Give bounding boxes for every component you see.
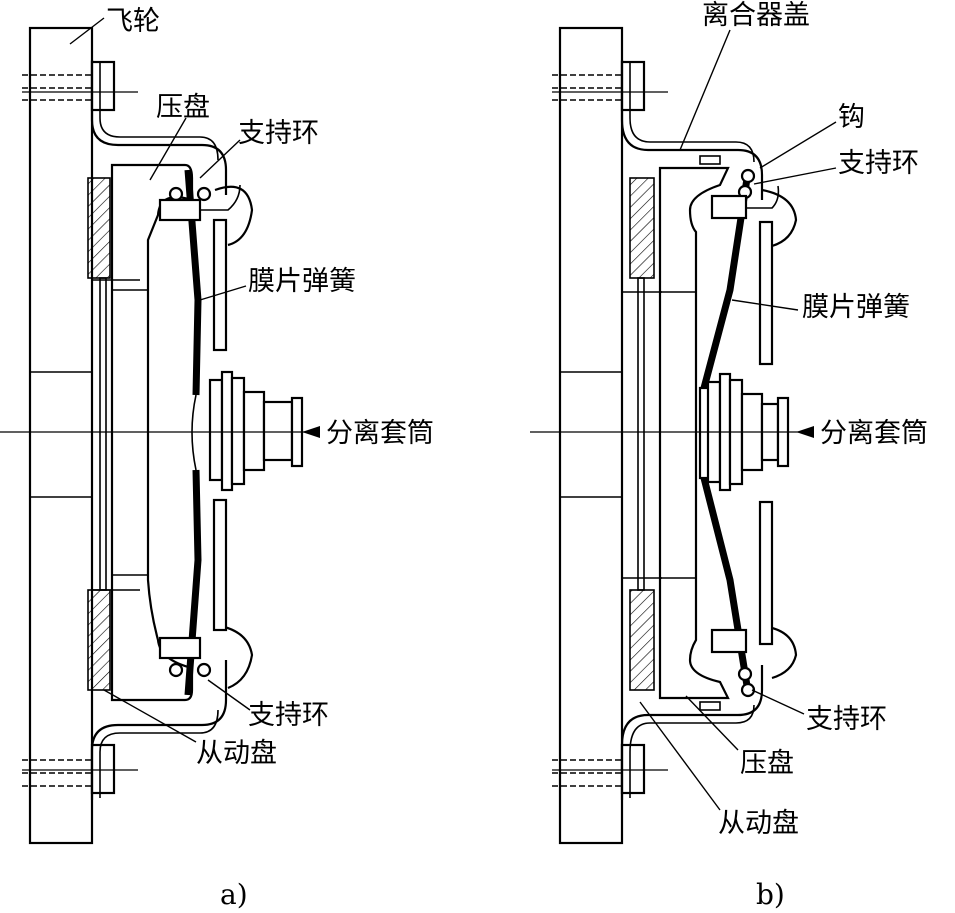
label-pressure-plate-a: 压盘: [156, 92, 210, 123]
support-ring-top-b: [710, 168, 798, 248]
label-hook-b: 钩: [838, 102, 865, 133]
label-release-sleeve-a: 分离套筒: [326, 418, 434, 449]
support-ring-bottom-a: [158, 623, 254, 690]
flywheel-a: [22, 26, 140, 845]
driven-disc-b: [629, 177, 655, 691]
flywheel-b: [552, 26, 668, 845]
release-sleeve-a: [208, 370, 304, 492]
label-support-ring-top-a: 支持环: [238, 118, 319, 149]
label-support-ring-top-b: 支持环: [838, 148, 919, 179]
label-pressure-plate-b: 压盘: [740, 748, 794, 779]
support-ring-top-a: [158, 184, 254, 247]
support-ring-bottom-b: [710, 624, 798, 698]
clutch-cover-a: [90, 60, 228, 800]
pressure-plate-b: [658, 166, 730, 700]
label-flywheel-a: 飞轮: [106, 6, 160, 37]
label-release-sleeve-b: 分离套筒: [820, 418, 928, 449]
label-driven-disc-b: 从动盘: [718, 808, 799, 839]
figure-b: 离合器盖 钩 支持环 膜片弹簧 分离套筒 支持环 压盘 从动盘 b): [530, 0, 928, 911]
caption-b: b): [756, 878, 785, 911]
caption-a: a): [220, 878, 248, 911]
label-driven-disc-a: 从动盘: [196, 738, 277, 769]
label-diaphragm-spring-b: 膜片弹簧: [802, 292, 910, 323]
clutch-cover-b: [620, 60, 764, 800]
figure-a: 飞轮 压盘 支持环 膜片弹簧 分离套筒 支持环 从动盘 a): [0, 6, 434, 911]
label-support-ring-bottom-a: 支持环: [248, 700, 329, 731]
label-support-ring-bottom-b: 支持环: [806, 704, 887, 735]
label-diaphragm-spring-a: 膜片弹簧: [248, 266, 356, 297]
driven-disc-a: [87, 177, 111, 691]
label-clutch-cover-b: 离合器盖: [702, 0, 810, 31]
